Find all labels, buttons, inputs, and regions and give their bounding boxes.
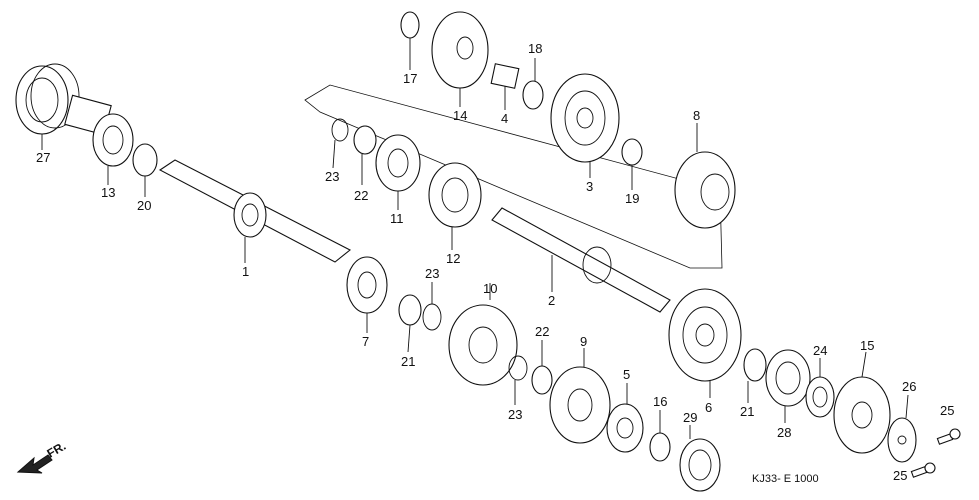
part-19-washer (621, 138, 643, 166)
callout-12: 12 (446, 251, 460, 266)
part-22-washer-c (531, 365, 553, 395)
callout-17: 17 (403, 71, 417, 86)
part-12-gear (428, 162, 482, 228)
part-28-bearing (765, 349, 811, 407)
part-4-bushing (490, 63, 520, 89)
part-22-washer-a (398, 294, 422, 326)
part-23-clip-b (331, 118, 349, 142)
part-9-gear (549, 366, 611, 444)
callout-23-b: 23 (325, 169, 339, 184)
part-22-washer-b (353, 125, 377, 155)
callout-24: 24 (813, 343, 827, 358)
callout-21: 21 (740, 404, 754, 419)
part-25-bolt-a (936, 428, 961, 445)
callout-3: 3 (586, 179, 593, 194)
part-18-washer (522, 80, 544, 110)
part-6-gear (668, 288, 742, 382)
part-5-gear (606, 403, 644, 453)
callout-16: 16 (653, 394, 667, 409)
callout-20: 20 (137, 198, 151, 213)
part-10-gear (448, 304, 518, 386)
callout-22-a: 21 (401, 354, 415, 369)
callout-28: 28 (777, 425, 791, 440)
part-29-bearing (679, 438, 721, 492)
callout-26: 26 (902, 379, 916, 394)
part-21-washer (743, 348, 767, 382)
part-1-mainshaft (158, 159, 352, 263)
callout-25-a: 25 (940, 403, 954, 418)
part-27-bearing (15, 63, 80, 135)
callout-18: 18 (528, 41, 542, 56)
callout-22-b: 22 (354, 188, 368, 203)
callout-25-b: 25 (893, 468, 907, 483)
part-20-washer (132, 143, 158, 177)
callout-13: 13 (101, 185, 115, 200)
countershaft-group-frame (304, 84, 723, 269)
callout-11: 11 (390, 211, 404, 226)
callout-15: 15 (860, 338, 874, 353)
callout-23-c: 23 (508, 407, 522, 422)
part-2-countershaft (491, 207, 671, 313)
part-24-seal (805, 376, 835, 418)
callout-9: 9 (580, 334, 587, 349)
part-11-gear (375, 134, 421, 192)
callout-19: 19 (625, 191, 639, 206)
part-26-plate (887, 417, 917, 463)
callout-14: 14 (453, 108, 467, 123)
drawing-code: KJ33- E 1000 (752, 473, 819, 485)
callout-4: 4 (501, 111, 508, 126)
callout-27: 27 (36, 150, 50, 165)
leader-lines (41, 38, 909, 439)
callout-6: 6 (705, 400, 712, 415)
part-25-bolt-b (910, 462, 936, 478)
callout-23-a: 23 (425, 266, 439, 281)
part-17-washer (400, 11, 420, 39)
callout-29: 29 (683, 410, 697, 425)
callout-8: 8 (693, 108, 700, 123)
part-13-gear (64, 94, 134, 167)
part-16-washer (649, 432, 671, 462)
part-3-gear (550, 73, 620, 163)
part-23-clip-a (422, 303, 442, 331)
callout-2: 2 (548, 293, 555, 308)
callout-5: 5 (623, 367, 630, 382)
part-15-sprocket (833, 376, 891, 454)
callout-1: 1 (242, 264, 249, 279)
part-14-gear (431, 11, 489, 89)
part-23-clip-c (508, 355, 528, 381)
callout-10: 10 (483, 281, 497, 296)
callout-7: 7 (362, 334, 369, 349)
part-8-gear (674, 151, 736, 229)
front-direction-arrow: FR. (16, 439, 68, 474)
callout-22-c: 22 (535, 324, 549, 339)
part-7-gear (346, 256, 388, 314)
